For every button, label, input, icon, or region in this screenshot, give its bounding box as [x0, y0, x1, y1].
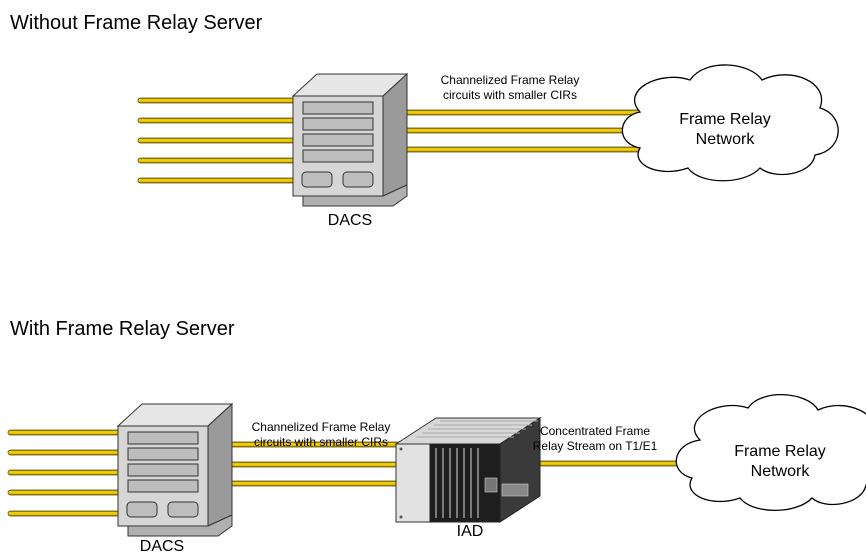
bottom-section-heading: With Frame Relay Server: [10, 318, 235, 340]
bottom-circuit-label-line1: Channelized Frame Relay: [251, 420, 391, 434]
iad-chassis-icon: [394, 417, 542, 523]
bottom-cloud-label-line2: Network: [750, 463, 810, 480]
stream-label: Concentrated Frame Relay Stream on T1/E1: [520, 424, 670, 454]
top-dacs-label: DACS: [327, 212, 373, 229]
iad-label: IAD: [456, 523, 484, 540]
bottom-cloud-label: Frame Relay Network: [695, 442, 865, 482]
stream-label-line2: Relay Stream on T1/E1: [532, 439, 658, 453]
top-cloud-label-line1: Frame Relay: [679, 111, 771, 128]
top-circuit-label-line2: circuits with smaller CIRs: [442, 88, 577, 102]
top-circuit-label: Channelized Frame Relay circuits with sm…: [415, 73, 605, 103]
top-dacs-server-icon: [291, 72, 409, 207]
top-cloud-label-line2: Network: [695, 131, 755, 148]
bottom-cloud-label-line1: Frame Relay: [734, 443, 826, 460]
bottom-circuit-label-line2: circuits with smaller CIRs: [253, 435, 388, 449]
bottom-middle-lines: [227, 441, 411, 487]
bottom-circuit-label: Channelized Frame Relay circuits with sm…: [236, 420, 406, 450]
bottom-dacs-label: DACS: [139, 538, 185, 555]
top-input-lines: [137, 97, 301, 184]
top-network-cloud-icon: [621, 64, 839, 182]
top-cloud-label: Frame Relay Network: [640, 110, 810, 150]
top-output-lines: [399, 109, 641, 153]
bottom-network-cloud-icon: [675, 394, 866, 512]
top-circuit-label-line1: Channelized Frame Relay: [440, 73, 580, 87]
top-section-heading: Without Frame Relay Server: [10, 12, 263, 34]
stream-label-line1: Concentrated Frame: [539, 424, 651, 438]
bottom-input-lines: [7, 429, 125, 517]
bottom-dacs-server-icon: [116, 402, 234, 537]
